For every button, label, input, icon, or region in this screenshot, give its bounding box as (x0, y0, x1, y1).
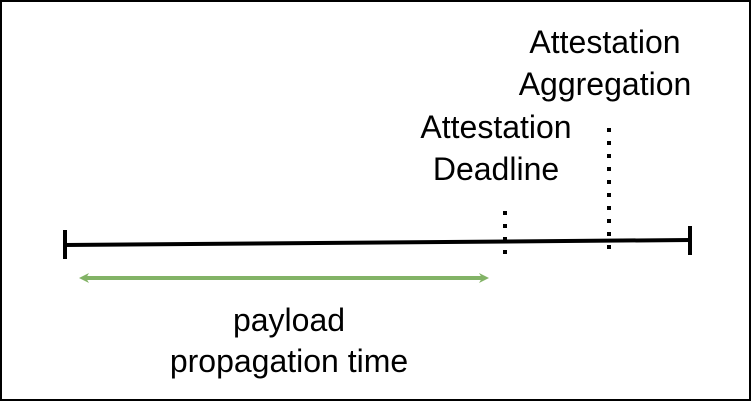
timeline-line (64, 238, 691, 247)
aggregation-label-line2: Aggregation (519, 66, 692, 102)
deadline-label-line1: Attestation (420, 109, 571, 145)
propagation-label-line2: propagation time (170, 343, 408, 379)
aggregation-label-line1: Attestation (529, 24, 680, 60)
propagation-label-line1: payload (233, 302, 345, 338)
deadline-label-line2: Deadline (433, 151, 559, 187)
